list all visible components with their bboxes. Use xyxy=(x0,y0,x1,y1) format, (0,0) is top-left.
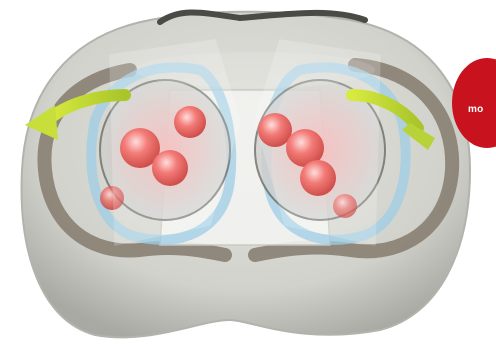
pillow-highlight xyxy=(135,52,375,88)
badge-text: mo xyxy=(468,104,483,115)
